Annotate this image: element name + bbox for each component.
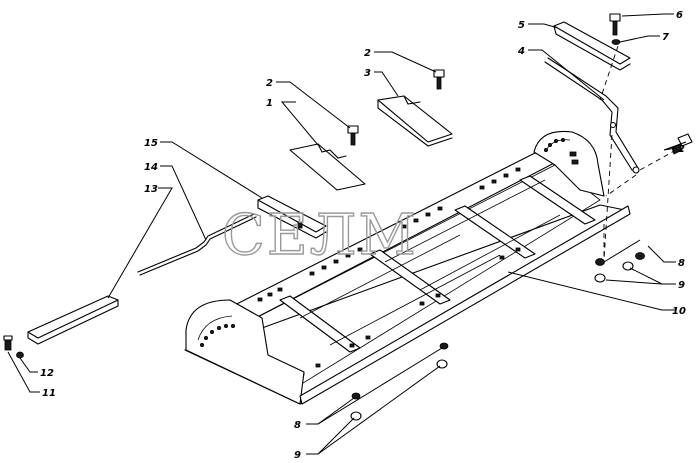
leader-lines	[7, 13, 687, 455]
part-14-rod	[137, 213, 257, 276]
part-15-side-member	[257, 195, 327, 239]
nut-9-bottom	[350, 359, 448, 421]
callout-9-bottom: 9	[294, 450, 301, 461]
callout-13: 13	[144, 184, 158, 195]
bolt-2-left	[347, 125, 359, 146]
part-3-bracket	[377, 95, 453, 147]
callout-4: 4	[517, 46, 525, 57]
bolt-2-top	[433, 69, 445, 90]
callout-7: 7	[662, 32, 669, 43]
washer-7	[611, 39, 621, 45]
callout-12: 12	[40, 368, 54, 379]
main-frame	[184, 130, 631, 405]
callout-5: 5	[518, 20, 525, 31]
callout-2-top: 2	[364, 48, 371, 59]
callout-9-right: 9	[678, 280, 685, 291]
part-13-strip	[27, 295, 119, 345]
callout-2-right: 2	[678, 144, 685, 155]
nut-8-right	[595, 252, 645, 266]
bolt-11	[3, 335, 13, 351]
part-5-clamp-bar	[553, 21, 631, 71]
callout-8-bottom: 8	[294, 420, 301, 431]
bolt-6	[609, 13, 621, 36]
callout-11: 11	[42, 388, 56, 399]
callouts: 1 2 2 3 4 5 6 7 2 8 9 10 8 9 11 12 13 14…	[40, 10, 686, 461]
nut-8-bottom	[351, 342, 449, 400]
callout-15: 15	[144, 138, 158, 149]
watermark-text: СЕЛМ	[222, 203, 418, 268]
assembly-paths	[599, 45, 677, 261]
washer-12	[16, 351, 24, 359]
part-1-plate	[289, 143, 366, 191]
callout-2-left: 2	[266, 78, 273, 89]
callout-14: 14	[144, 162, 158, 173]
callout-8-right: 8	[678, 258, 685, 269]
callout-1: 1	[266, 98, 273, 109]
callout-10: 10	[672, 306, 686, 317]
callout-3: 3	[364, 68, 371, 79]
callout-6: 6	[676, 10, 683, 21]
part-4-lever	[544, 57, 640, 174]
